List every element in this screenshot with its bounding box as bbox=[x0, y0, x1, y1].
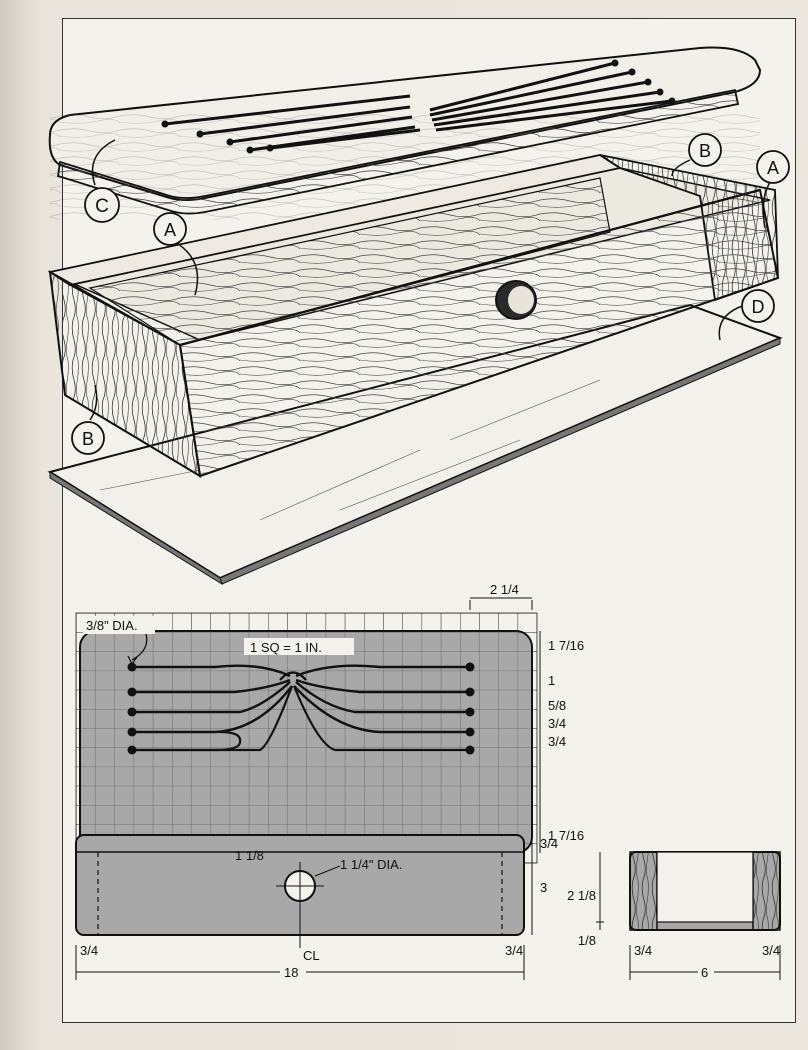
dim-3-4-right-end: 3/4 bbox=[505, 943, 523, 958]
dim-3-4-a: 3/4 bbox=[548, 716, 566, 731]
dim-end-left: 3/4 bbox=[634, 943, 652, 958]
dim-3-4-b: 3/4 bbox=[548, 734, 566, 749]
dim-1: 1 bbox=[548, 673, 555, 688]
label-d: D bbox=[752, 297, 765, 317]
label-a-left: A bbox=[164, 220, 176, 240]
hole-note-3-8: 3/8" DIA. bbox=[86, 618, 138, 633]
dim-6: 6 bbox=[701, 965, 708, 980]
centerline-mark: CL bbox=[303, 948, 320, 963]
bottom-part-d bbox=[47, 303, 783, 586]
dim-end-right: 3/4 bbox=[762, 943, 780, 958]
label-b-left: B bbox=[82, 429, 94, 449]
scale-note: 1 SQ = 1 IN. bbox=[250, 640, 322, 655]
label-a-right: A bbox=[767, 158, 779, 178]
top-view: 3/8" DIA. 1 SQ = 1 IN. 2 1/4 1 7/16 1 5/… bbox=[75, 582, 584, 864]
dim-1-7-16-bottom: 1 7/16 bbox=[548, 828, 584, 843]
label-c: C bbox=[95, 196, 109, 217]
dim-3-4-left-end: 3/4 bbox=[80, 943, 98, 958]
end-view: 2 1/8 1/8 3/4 3/4 6 bbox=[567, 851, 781, 980]
label-b-right: B bbox=[699, 141, 711, 161]
box-body bbox=[47, 154, 780, 478]
dim-2-1-4: 2 1/4 bbox=[490, 582, 519, 597]
dim-1-1-8: 1 1/8 bbox=[235, 848, 264, 863]
lid-grooves bbox=[161, 59, 676, 154]
dim-18: 18 bbox=[284, 965, 298, 980]
dim-1-8: 1/8 bbox=[578, 933, 596, 948]
top-view-vertical-dims: 1 7/16 1 5/8 3/4 3/4 1 7/16 bbox=[548, 638, 584, 843]
dim-3: 3 bbox=[540, 880, 547, 895]
dim-3-4-top: 3/4 bbox=[540, 836, 558, 851]
dim-1-7-16-top: 1 7/16 bbox=[548, 638, 584, 653]
front-view: CL 1 1/4" DIA. 1 1/8 3/4 3 3/4 3/4 18 bbox=[75, 834, 558, 980]
dim-2-1-8: 2 1/8 bbox=[567, 888, 596, 903]
dim-5-8: 5/8 bbox=[548, 698, 566, 713]
callouts: C A B A D B bbox=[71, 133, 790, 455]
hole-note-1-1-4: 1 1/4" DIA. bbox=[340, 857, 402, 872]
